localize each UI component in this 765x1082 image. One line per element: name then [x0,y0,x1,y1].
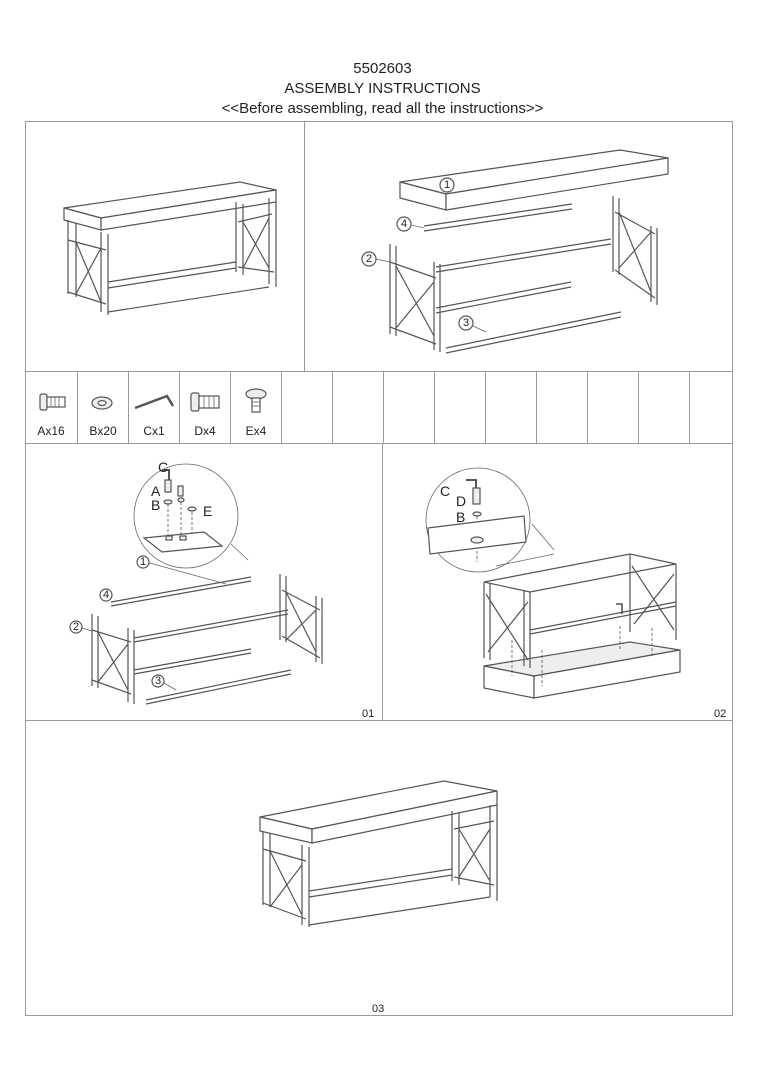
step-1-illustration: C A B E 1 4 2 3 [69,459,323,705]
step1-letter-e: E [203,503,212,519]
steps-1-2-panel: C A B E 1 4 2 3 0 [25,443,733,721]
step2-letter-c: C [440,483,450,499]
part-2-label: 2 [366,253,372,265]
step-2-number: 02 [714,708,727,720]
hardware-cell-b: Bx20 [78,372,129,443]
bolt-icon [39,393,66,411]
hardware-label-d: Dx4 [194,424,216,438]
hardware-cell-d: Dx4 [180,372,231,443]
step-1-number: 01 [362,708,375,720]
step1-part-4: 4 [103,589,109,601]
hardware-cell-empty [537,372,588,443]
hardware-cell-a: Ax16 [26,372,78,443]
step-3-illustration [259,780,498,927]
hardware-cell-e: Ex4 [231,372,282,443]
hardware-cell-empty [588,372,639,443]
hardware-cell-empty [435,372,486,443]
hardware-cell-empty [639,372,690,443]
hardware-label-e: Ex4 [245,424,267,438]
part-4-label: 4 [401,218,407,230]
document-title: ASSEMBLY INSTRUCTIONS [284,80,481,97]
step1-callout-part: 1 [140,556,146,568]
assembled-bench-illustration [63,181,277,315]
washer-icon [91,396,113,410]
short-bolt-icon [190,392,220,412]
step-2-illustration: C D B [425,467,681,699]
step2-letter-b: B [456,509,465,525]
hardware-label-b: Bx20 [89,424,117,438]
hardware-cell-empty [486,372,537,443]
exploded-view-illustration: 1 4 2 3 [361,149,669,354]
step1-part-3: 3 [155,675,161,687]
hardware-label-c: Cx1 [143,424,165,438]
step2-letter-d: D [456,493,466,509]
step1-letter-a: A [151,483,161,499]
step-3-panel: 03 [25,720,733,1016]
hardware-list: Ax16 Bx20 Cx1 Dx4 Ex4 [25,372,733,444]
hardware-cell-empty [690,372,732,443]
panel-divider [304,122,305,371]
hardware-cell-empty [384,372,435,443]
instruction-note: <<Before assembling, read all the instru… [221,100,544,117]
model-number: 5502603 [353,60,412,77]
allen-key-icon [134,394,175,410]
step1-letter-c: C [158,459,168,475]
step1-part-2: 2 [73,621,79,633]
overview-panel: 1 4 2 3 [25,121,733,372]
hardware-label-a: Ax16 [37,424,65,438]
hardware-cell-c: Cx1 [129,372,180,443]
hardware-cell-empty [282,372,333,443]
hardware-cell-empty [333,372,384,443]
panel-divider [382,444,383,720]
leveler-foot-icon [245,388,267,413]
part-3-label: 3 [463,317,469,329]
step-3-number: 03 [372,1003,385,1015]
step1-letter-b: B [151,497,160,513]
part-1-label: 1 [444,179,450,191]
